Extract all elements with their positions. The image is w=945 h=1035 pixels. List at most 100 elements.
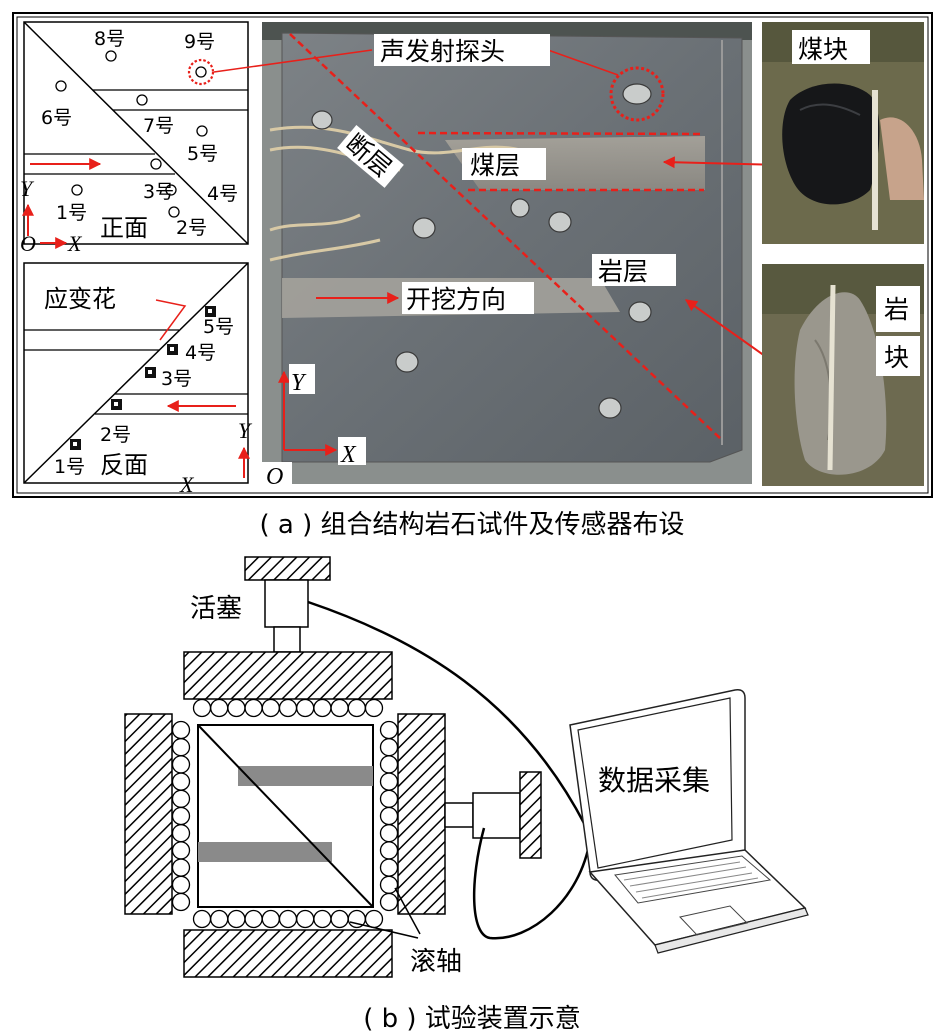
front-axis-y: Y (20, 176, 35, 201)
back-axis-x: X (179, 472, 195, 497)
excavation-label: 开挖方向 (406, 285, 506, 314)
roller (379, 875, 399, 894)
roller (171, 738, 191, 757)
rock-block-label-1: 岩 (884, 295, 909, 324)
roller (379, 824, 399, 843)
roller (261, 909, 280, 929)
roller (192, 909, 212, 929)
front-point-5: 5号 (187, 143, 218, 165)
back-point-1: 1号 (54, 456, 85, 478)
front-face-label: 正面 (100, 214, 148, 242)
cable-side (472, 827, 592, 940)
ae-probe-ring (609, 66, 665, 122)
roller (379, 772, 399, 791)
front-point-7: 7号 (143, 115, 174, 137)
front-axis-x: X (67, 231, 83, 256)
rock-layer-label: 岩层 (598, 257, 648, 286)
roller (171, 858, 191, 877)
caption-b: ( b ) 试验装置示意 (363, 1004, 581, 1034)
back-point-3: 3号 (161, 368, 192, 390)
panel-a-frame (12, 12, 933, 498)
roller (210, 698, 229, 718)
top-loading-block (183, 651, 393, 700)
roller (379, 755, 399, 774)
coal-seam-top (417, 131, 705, 136)
front-point-4: 4号 (207, 183, 238, 205)
apparatus-diagram: 活塞 滚轴 (124, 556, 809, 978)
photo-axis-y: Y (291, 370, 307, 396)
coal-band-upper (238, 766, 373, 786)
roller (171, 824, 191, 843)
piston-body (264, 579, 309, 628)
side-piston-plate (519, 771, 542, 859)
roller (379, 892, 399, 912)
bottom-loading-block (183, 929, 393, 978)
roller (192, 698, 212, 718)
back-point-2: 2号 (100, 424, 131, 446)
panel-a-inner-frame (16, 16, 929, 494)
roller (296, 909, 315, 929)
rock-block-label-2: 块 (884, 343, 909, 372)
roller (210, 909, 229, 929)
roller (379, 789, 399, 808)
back-schematic: 应变花 5号 4号 3号 2号 1号 反面 Y X (23, 262, 253, 497)
roller (171, 875, 191, 894)
roller (278, 698, 298, 718)
data-acquisition-label: 数据采集 (598, 764, 710, 797)
roller (379, 841, 399, 860)
roller (330, 698, 349, 718)
roller (244, 909, 263, 929)
roller (364, 909, 384, 929)
cable-top (307, 600, 587, 826)
roller (278, 909, 298, 929)
roller (364, 698, 384, 718)
front-point-6: 6号 (41, 107, 72, 129)
front-point-8: 8号 (94, 28, 125, 50)
roller (171, 772, 191, 791)
fault-diagonal (197, 724, 374, 908)
photo-origin: O (266, 464, 283, 490)
roller (171, 806, 191, 826)
coal-block-photo: 煤块 (762, 22, 924, 244)
piston-plate (244, 556, 331, 581)
roller (244, 698, 263, 718)
caption-a: ( a ) 组合结构岩石试件及传感器布设 (259, 510, 684, 540)
roller (313, 698, 332, 718)
roller (296, 698, 315, 718)
specimen-photo: 声发射探头 断层 煤层 岩层 开挖方向 Y X O (213, 22, 821, 490)
roller (379, 738, 399, 757)
front-schematic: 8号 9号 6号 7号 5号 4号 3号 1号 2号 正面 Y O X (20, 21, 249, 256)
front-point-2: 2号 (176, 217, 207, 239)
roller (379, 806, 399, 826)
front-origin: O (20, 231, 36, 256)
back-point-4: 4号 (185, 342, 216, 364)
back-face-label: 反面 (100, 451, 148, 479)
roller (227, 698, 246, 718)
strain-rosette-label: 应变花 (44, 285, 116, 313)
rock-block-photo: 岩 块 (762, 264, 924, 486)
roller (171, 720, 191, 740)
rollers (171, 698, 399, 929)
roller (313, 909, 332, 929)
piston-label: 活塞 (190, 594, 242, 624)
back-axis-y: Y (238, 418, 253, 443)
side-piston-body (472, 792, 521, 839)
roller (171, 841, 191, 860)
front-point-1: 1号 (56, 202, 87, 224)
side-piston-rod (444, 802, 474, 828)
coal-band-lower (198, 842, 332, 862)
left-loading-block (124, 713, 173, 915)
roller (171, 755, 191, 774)
coal-block-label: 煤块 (798, 35, 848, 64)
roller (347, 698, 366, 718)
photo-axis-x: X (340, 442, 357, 468)
roller (330, 909, 349, 929)
roller-label: 滚轴 (410, 947, 462, 977)
roller (379, 720, 399, 740)
coal-seam-label: 煤层 (470, 151, 520, 180)
roller (171, 892, 191, 912)
roller (261, 698, 280, 718)
laptop: 数据采集 (569, 689, 809, 954)
roller (227, 909, 246, 929)
